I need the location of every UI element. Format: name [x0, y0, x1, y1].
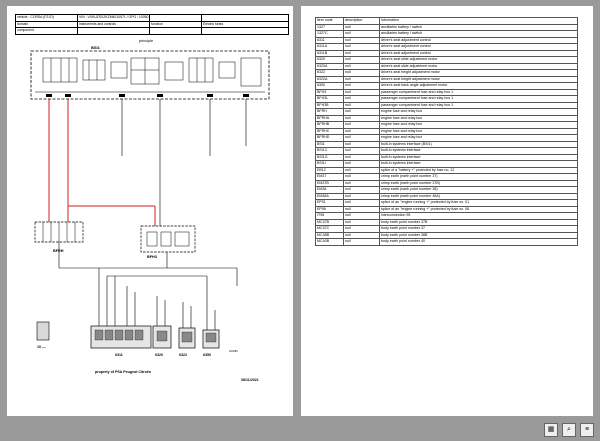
component-6311-pins — [94, 329, 144, 341]
header-cell — [150, 28, 202, 34]
black-wires — [121, 99, 247, 226]
information-cell: body earth point number 40 — [379, 238, 578, 246]
header-cell — [78, 28, 150, 34]
bsi-internal-circuit — [35, 57, 265, 93]
viewer-toolbar: ▦ ⌕ ≡ — [544, 423, 594, 437]
information-cell: driver's seat height adjustment motor — [379, 69, 578, 77]
header-row: component — [16, 28, 288, 34]
wiring-diagram: principle BSI1 — [30, 39, 270, 357]
zoom-icon[interactable]: ⌕ — [562, 423, 576, 437]
header-cell: VIN : VXKUZSXZKZM4010571 / OPO : 10050 — [79, 15, 150, 21]
menu-icon[interactable]: ≡ — [580, 423, 594, 437]
bfh3-label: BFH3 — [147, 255, 157, 259]
header-cell: Electric seats — [203, 21, 224, 26]
small-code: 22/2/80 — [229, 349, 238, 353]
component-6322-pin — [181, 331, 193, 343]
information-cell: engine fuse and relay box — [379, 114, 578, 122]
component-6320-pin — [156, 330, 168, 342]
header-cell: vehicle : CORSA (F2JO) — [16, 15, 78, 21]
header-cell: component — [16, 28, 78, 34]
bsi-label: BSI1 — [91, 45, 101, 50]
component-6350-label: 6350 — [203, 353, 211, 357]
information-cell: passenger compartment fuse and relay box… — [379, 101, 578, 109]
left-connector — [36, 321, 50, 341]
bfrh-internal — [42, 222, 76, 242]
header-table: vehicle : CORSA (F2JO)VIN : VXKUZSXZKZM4… — [15, 14, 289, 35]
bsi-pin-markers — [46, 94, 249, 97]
information-cell: driver's seat back angle adjustment moto… — [379, 82, 578, 90]
footer-date: 08/11/2021 — [241, 378, 259, 382]
left-connector-label: 10 — — [37, 345, 46, 349]
grid-view-icon[interactable]: ▦ — [544, 423, 558, 437]
header-cell: domain — [16, 21, 78, 27]
information-cell: passenger compartment fuse and relay box… — [379, 95, 578, 103]
bsi-module — [30, 50, 270, 100]
information-cell: driver's seat slide adjustment motor — [379, 62, 578, 70]
component-6320-label: 6320 — [155, 353, 163, 357]
principle-label: principle — [139, 39, 153, 43]
header-cell: instruments and controls — [78, 21, 150, 27]
description-cell: null — [343, 238, 380, 246]
component-6350-pin — [205, 332, 217, 343]
information-cell: passenger compartment fuse and relay box… — [379, 88, 578, 96]
information-cell: engine fuse and relay box — [379, 121, 578, 129]
header-row: vehicle : CORSA (F2JO)VIN : VXKUZSXZKZM4… — [16, 15, 288, 22]
item-code-cell: MC40B — [315, 238, 344, 246]
bfrh-label: BFRH — [53, 249, 64, 253]
bfh3-internal — [146, 231, 190, 247]
component-6322-label: 6322 — [179, 353, 187, 357]
bfh3-box — [140, 225, 196, 253]
component-wires — [58, 242, 238, 330]
red-wires — [48, 99, 156, 226]
header-cell: function — [150, 21, 202, 27]
footer-property: property of PSA Peugeot Citroën — [95, 370, 151, 374]
header-cell — [150, 15, 202, 21]
component-6311-label: 6311 — [115, 353, 123, 357]
information-cell: driver's seat height adjustment motor — [379, 75, 578, 83]
diagram-page: vehicle : CORSA (F2JO)VIN : VXKUZSXZKZM4… — [7, 6, 293, 416]
information-cell: engine fuse and relay box — [379, 108, 578, 116]
